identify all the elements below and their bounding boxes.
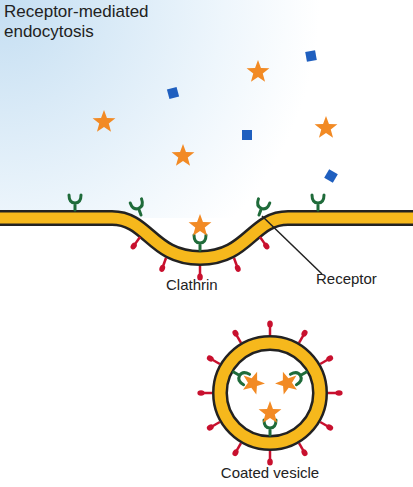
clathrin-symbol (319, 420, 334, 432)
clathrin-symbol (231, 442, 243, 457)
leader-line (262, 216, 322, 274)
receptor-symbol (264, 420, 276, 435)
clathrin-symbol (328, 390, 343, 396)
clathrin-symbol (206, 354, 221, 366)
clathrin-symbol (231, 257, 241, 273)
ligand-star (239, 368, 268, 396)
ligand-star (172, 144, 195, 166)
ligand-star (272, 368, 301, 396)
clathrin-symbol (267, 451, 273, 466)
clathrin-symbol (206, 420, 221, 432)
clathrin-symbol (258, 235, 271, 250)
diagram-title: Receptor-mediated endocytosis (4, 2, 194, 43)
clathrin-symbol (197, 390, 212, 396)
clathrin-symbol (231, 329, 243, 344)
part-label: Receptor (316, 270, 411, 288)
ligand-star (247, 60, 270, 82)
receptor-symbol (194, 235, 206, 250)
clathrin-symbol (129, 235, 142, 250)
part-label: Coated vesicle (200, 464, 340, 482)
molecule-square (242, 130, 252, 140)
clathrin-symbol (297, 442, 309, 457)
receptor-symbol (312, 195, 324, 210)
molecule-square (167, 87, 179, 99)
clathrin-symbol (297, 329, 309, 344)
receptor-symbol (253, 199, 269, 217)
receptor-symbol (130, 199, 146, 217)
vesicle-membrane (220, 343, 320, 443)
ligand-star (315, 116, 338, 138)
vesicle-outline (220, 343, 320, 443)
receptor-symbol (69, 195, 81, 210)
extracellular-background (0, 0, 413, 218)
molecule-square (305, 50, 317, 62)
ligand-star (189, 214, 212, 236)
clathrin-symbol (319, 354, 334, 366)
clathrin-symbol (267, 320, 273, 335)
molecule-square (324, 169, 338, 183)
ligand-star (93, 110, 116, 132)
ligand-star (259, 401, 282, 423)
vesicle-lumen (265, 388, 275, 398)
part-label: Clathrin (166, 276, 256, 294)
receptor-symbol (231, 367, 250, 385)
receptor-symbol (290, 367, 309, 385)
clathrin-symbol (158, 257, 168, 273)
